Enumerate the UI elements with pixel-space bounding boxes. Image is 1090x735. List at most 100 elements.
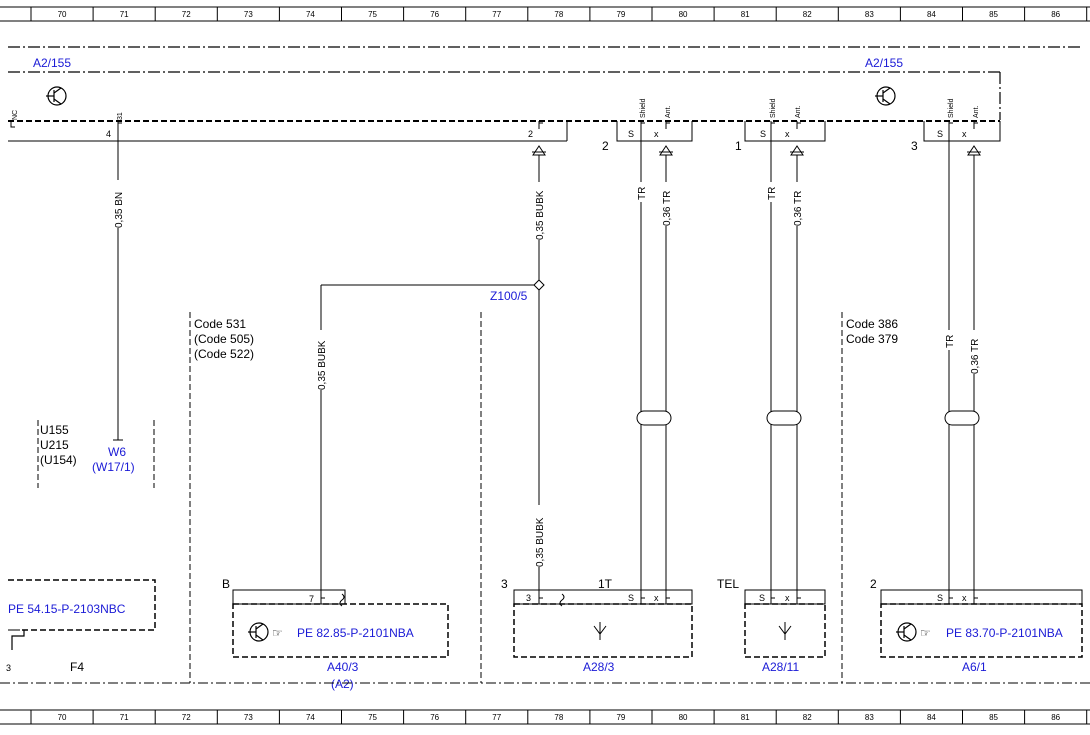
ruler-number: 85 bbox=[989, 713, 998, 722]
module-label-a28-11: A28/11 bbox=[762, 660, 799, 674]
ruler-number: 80 bbox=[679, 713, 688, 722]
pin-label-nc: NC bbox=[12, 110, 19, 120]
connector-3: 3 bbox=[501, 577, 508, 591]
connector-number-1: 1 bbox=[735, 139, 742, 153]
ruler-number: 76 bbox=[430, 713, 439, 722]
code-boundaries bbox=[37, 312, 843, 683]
connector-number-2: 2 bbox=[602, 139, 609, 153]
terminal-x: x bbox=[654, 593, 659, 603]
ruler-number: 71 bbox=[120, 713, 129, 722]
module-label-a40-3: A40/3 bbox=[327, 660, 359, 674]
ground-label: W6 bbox=[108, 445, 126, 459]
connector-pin-2: 2 bbox=[528, 129, 533, 139]
wire-labels: 0,35 BN 0,35 BUBK 0,35 BUBK 0,35 BUBK TR… bbox=[112, 180, 981, 567]
pin-label-shield: Shield bbox=[770, 98, 777, 118]
pin-label-shield: Shield bbox=[640, 98, 647, 118]
ruler-number: 86 bbox=[1051, 10, 1060, 19]
wire-label: TR bbox=[945, 335, 956, 348]
pe-link-left[interactable]: PE 54.15-P-2103NBC bbox=[8, 602, 126, 616]
terminal-s: S bbox=[628, 593, 634, 603]
pe-link-mid[interactable]: PE 82.85-P-2101NBA bbox=[297, 626, 414, 640]
ruler-number: 80 bbox=[679, 10, 688, 19]
a6-1-module bbox=[880, 589, 1083, 658]
ruler-number: 82 bbox=[803, 10, 812, 19]
wire-label: 0,35 BN bbox=[114, 192, 125, 228]
svg-text:(Code 505): (Code 505) bbox=[194, 332, 254, 346]
transistor-icon bbox=[896, 622, 917, 642]
fuse-label-f4: F4 bbox=[70, 660, 84, 674]
pin-label-31: 31 bbox=[117, 112, 124, 120]
ruler-number: 71 bbox=[120, 10, 129, 19]
pin-stubs bbox=[10, 121, 978, 129]
a28-11-module bbox=[744, 589, 826, 658]
connector-number-3: 3 bbox=[911, 139, 918, 153]
ruler-number: 84 bbox=[927, 10, 936, 19]
a28-3-module bbox=[513, 589, 693, 658]
ruler-number: 78 bbox=[554, 10, 563, 19]
terminal-x: x bbox=[785, 129, 790, 139]
module-label-left: A2/155 bbox=[33, 56, 71, 70]
svg-text:U215: U215 bbox=[40, 438, 69, 452]
ruler-number: 83 bbox=[865, 10, 874, 19]
wire-label: 0,36 TR bbox=[970, 339, 981, 374]
terminal-x: x bbox=[785, 593, 790, 603]
wire-label: 0,36 TR bbox=[793, 191, 804, 226]
transistor-icon bbox=[248, 622, 269, 642]
pe-link-right[interactable]: PE 83.70-P-2101NBA bbox=[946, 626, 1063, 640]
wire-label: 0,35 BUBK bbox=[535, 190, 546, 240]
ruler-number: 75 bbox=[368, 713, 377, 722]
pin-3: 3 bbox=[526, 593, 531, 603]
ruler-number: 85 bbox=[989, 10, 998, 19]
ruler-number: 78 bbox=[554, 713, 563, 722]
wire-label: 0,36 TR bbox=[662, 191, 673, 226]
splice-icon bbox=[533, 279, 545, 291]
pin-3-left: 3 bbox=[6, 663, 11, 673]
ruler-number: 77 bbox=[492, 10, 501, 19]
ruler-number: 84 bbox=[927, 713, 936, 722]
module-label-a28-3: A28/3 bbox=[583, 660, 615, 674]
transistor-icon bbox=[46, 86, 67, 106]
ruler-number: 81 bbox=[741, 713, 750, 722]
terminal-s: S bbox=[628, 129, 634, 139]
a40-3-module bbox=[232, 589, 449, 658]
pointing-hand-icon: ☞ bbox=[920, 626, 931, 640]
splice-label: Z100/5 bbox=[490, 289, 528, 303]
ruler-number: 72 bbox=[182, 713, 191, 722]
svg-text:(Code 522): (Code 522) bbox=[194, 347, 254, 361]
module-label-a6-1: A6/1 bbox=[962, 660, 987, 674]
pin-label-ant: Ant. bbox=[973, 105, 980, 118]
ruler-number: 76 bbox=[430, 10, 439, 19]
connector-2: 2 bbox=[870, 577, 877, 591]
ruler-number: 79 bbox=[616, 10, 625, 19]
ruler-number: 72 bbox=[182, 10, 191, 19]
ruler-number: 70 bbox=[58, 10, 67, 19]
ruler-number: 75 bbox=[368, 10, 377, 19]
svg-text:U155: U155 bbox=[40, 423, 69, 437]
ruler-number: 77 bbox=[492, 713, 501, 722]
ruler-number: 79 bbox=[616, 713, 625, 722]
ruler-number: 74 bbox=[306, 713, 315, 722]
ruler-number: 86 bbox=[1051, 713, 1060, 722]
connector-b: B bbox=[222, 577, 230, 591]
terminal-s: S bbox=[937, 129, 943, 139]
svg-text:Code 379: Code 379 bbox=[846, 332, 898, 346]
pin-7: 7 bbox=[309, 594, 314, 604]
connector-pin-4: 4 bbox=[106, 129, 111, 139]
pin-label-ant: Ant. bbox=[795, 105, 802, 118]
svg-text:Code 386: Code 386 bbox=[846, 317, 898, 331]
shield-oval-icons bbox=[636, 410, 980, 426]
left-partial-module bbox=[8, 579, 156, 650]
pointing-hand-icon: ☞ bbox=[272, 626, 283, 640]
terminal-s: S bbox=[760, 129, 766, 139]
module-label-right: A2/155 bbox=[865, 56, 903, 70]
ruler-number: 83 bbox=[865, 713, 874, 722]
ruler-number: 81 bbox=[741, 10, 750, 19]
ruler-number: 74 bbox=[306, 10, 315, 19]
pin-label-ant: Ant. bbox=[665, 105, 672, 118]
wire-label: TR bbox=[767, 187, 778, 200]
ruler-number: 70 bbox=[58, 713, 67, 722]
transistor-icon bbox=[875, 86, 896, 106]
